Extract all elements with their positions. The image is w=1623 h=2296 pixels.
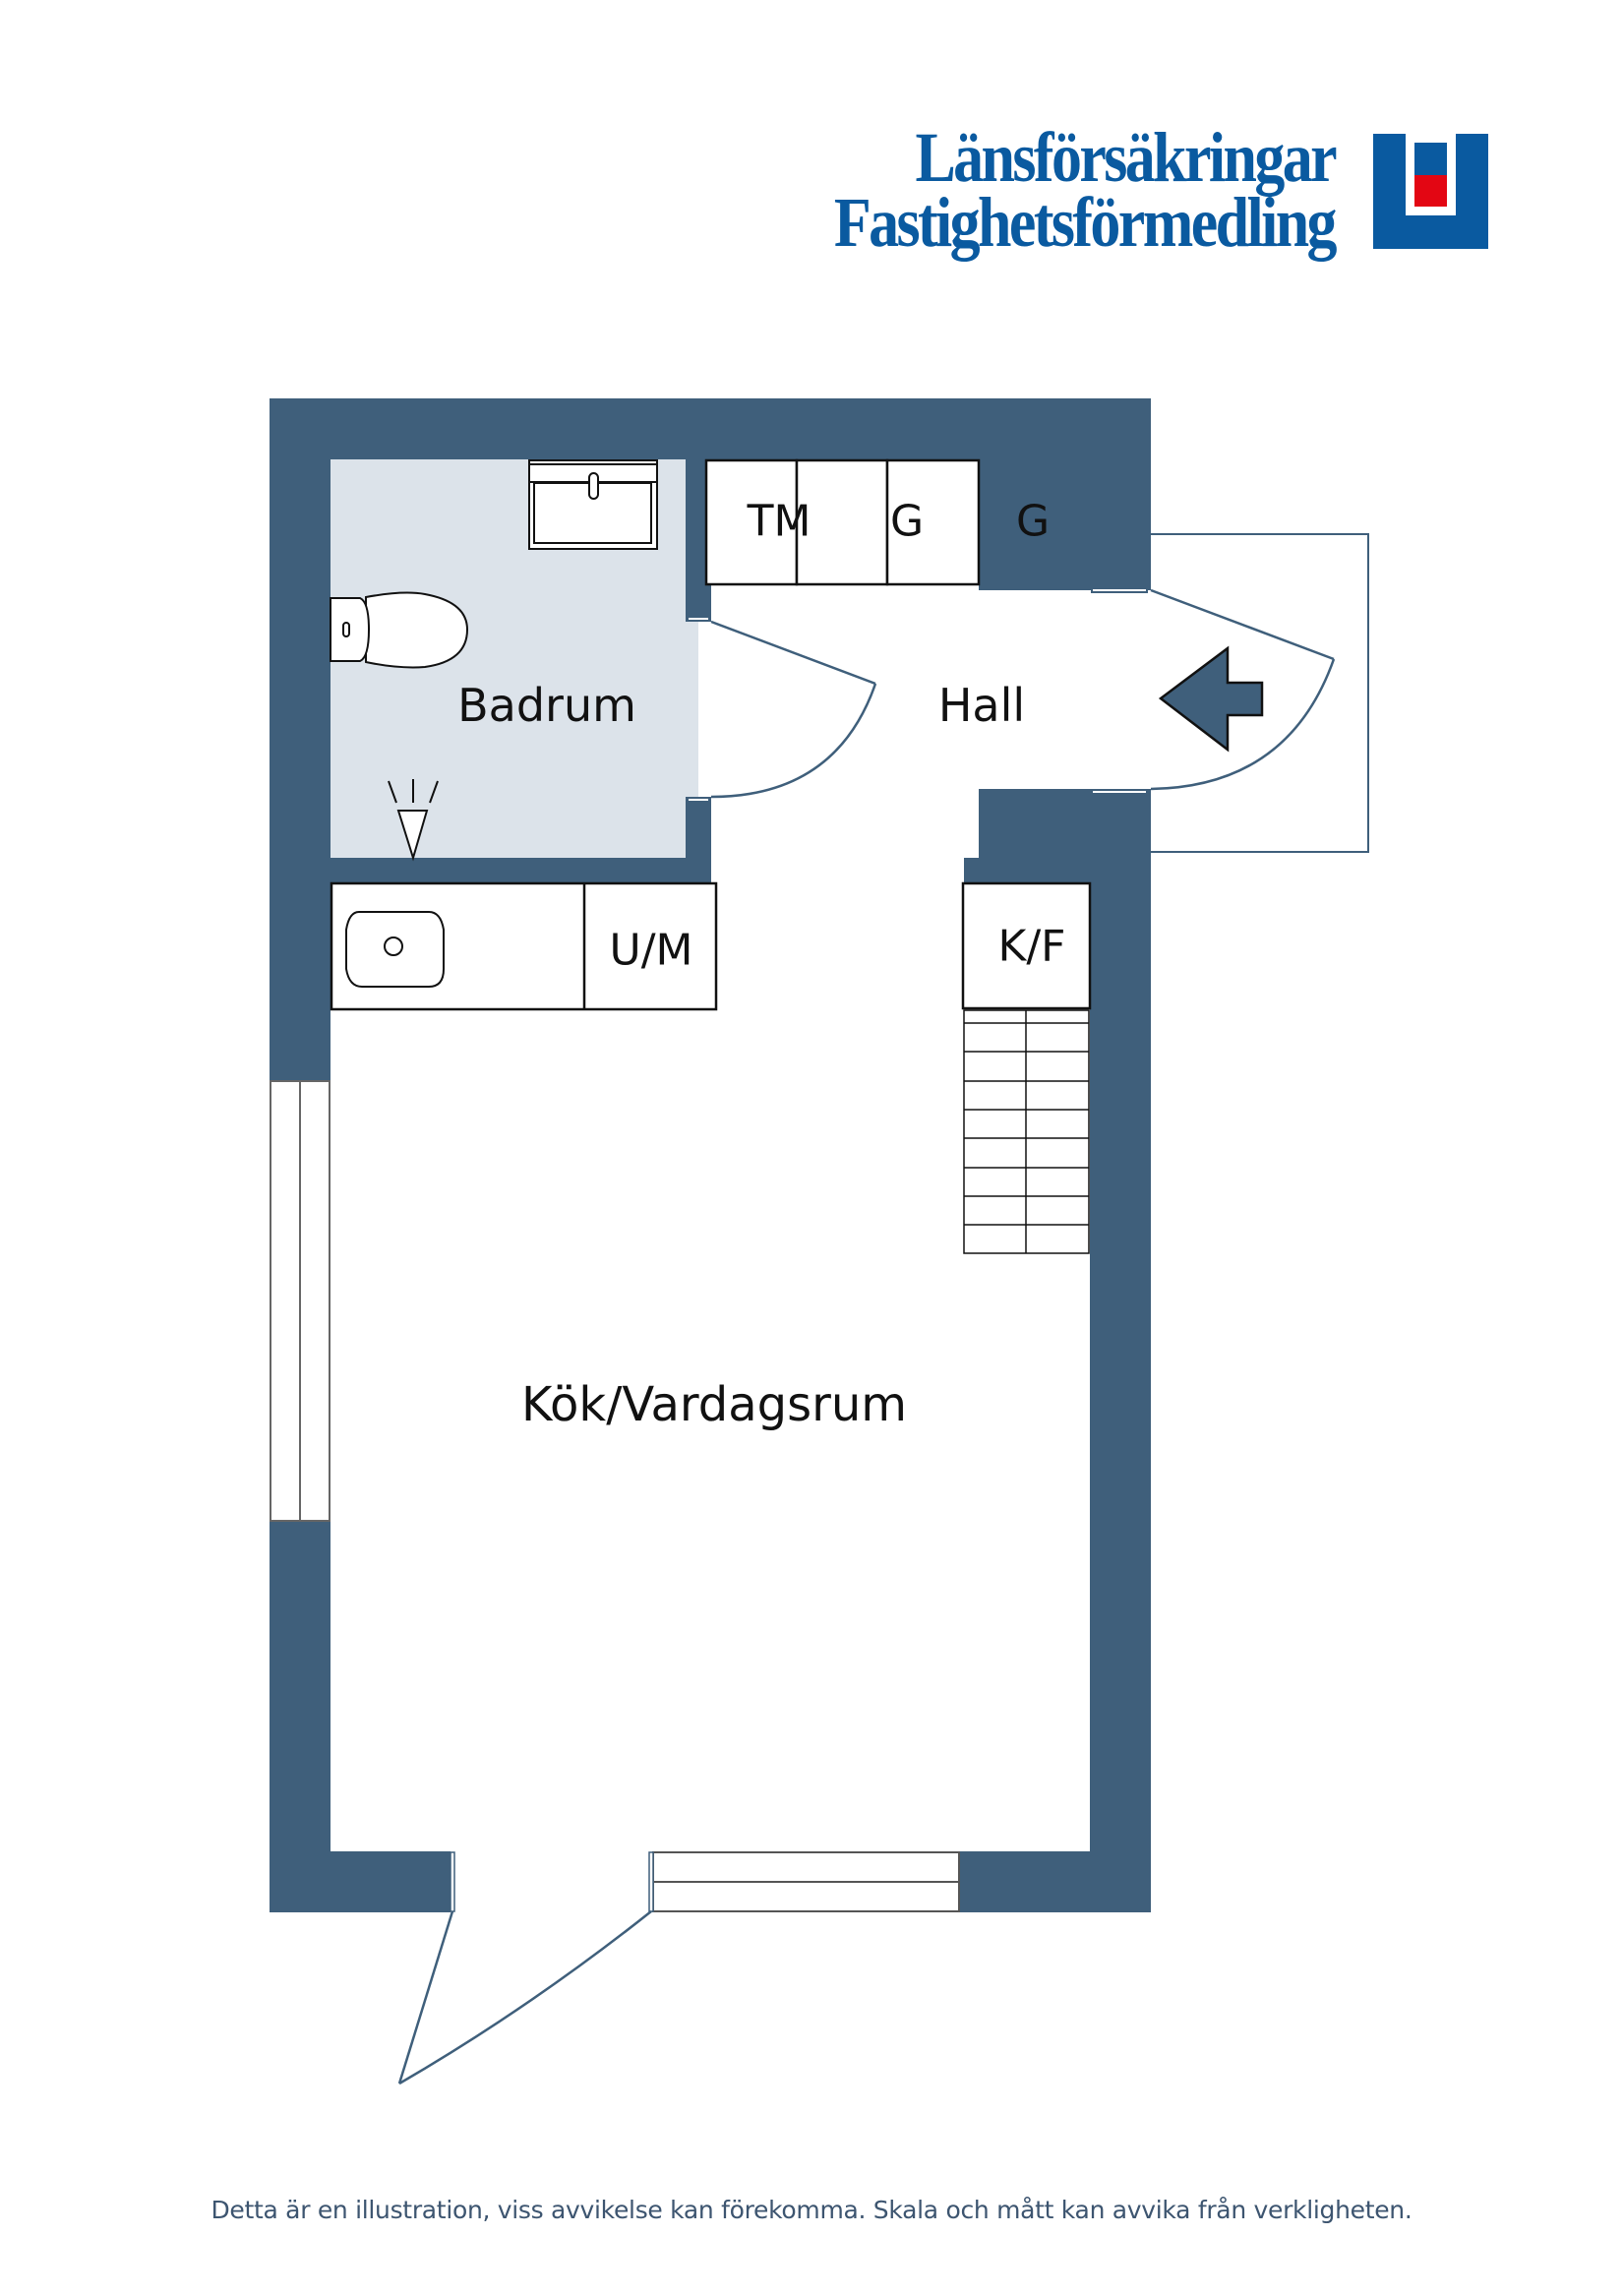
closet-label-g-2: G	[1015, 496, 1051, 547]
logo-line-2: Fastighetsförmedling	[833, 183, 1338, 262]
door-jambs	[687, 587, 1148, 803]
entrance-arrow-icon	[1158, 645, 1264, 753]
disclaimer-text: Detta är en illustration, viss avvikelse…	[210, 2196, 1413, 2224]
kitchen-sink-icon	[345, 911, 445, 988]
logo-mark-icon	[1373, 134, 1488, 249]
logo-line-1: Länsförsäkringar	[915, 118, 1337, 197]
closet-label-g-1: G	[889, 496, 925, 547]
entry-platform	[1151, 533, 1369, 853]
bathroom-door[interactable]	[710, 620, 877, 799]
washer-dryer-label: U/M	[609, 925, 693, 976]
entrance-door[interactable]	[1150, 588, 1336, 791]
company-logo: Länsförsäkringar Fastighetsförmedling	[723, 122, 1510, 264]
window-bottom	[652, 1851, 960, 1912]
room-label-bathroom: Badrum	[457, 679, 636, 732]
toilet-icon	[330, 591, 469, 669]
closet-label-tm: TM	[747, 496, 812, 547]
patio-door[interactable]	[397, 1851, 654, 2085]
room-label-kitchen-living: Kök/Vardagsrum	[520, 1377, 908, 1432]
stairs	[963, 1009, 1090, 1254]
hall-closets	[704, 458, 981, 586]
window-left	[270, 1080, 331, 1522]
shower-icon	[388, 779, 439, 862]
fridge-freezer-label: K/F	[997, 921, 1066, 972]
fridge-freezer	[961, 881, 1092, 1010]
room-label-hall: Hall	[937, 679, 1026, 732]
bathroom-sink-icon	[528, 459, 658, 550]
